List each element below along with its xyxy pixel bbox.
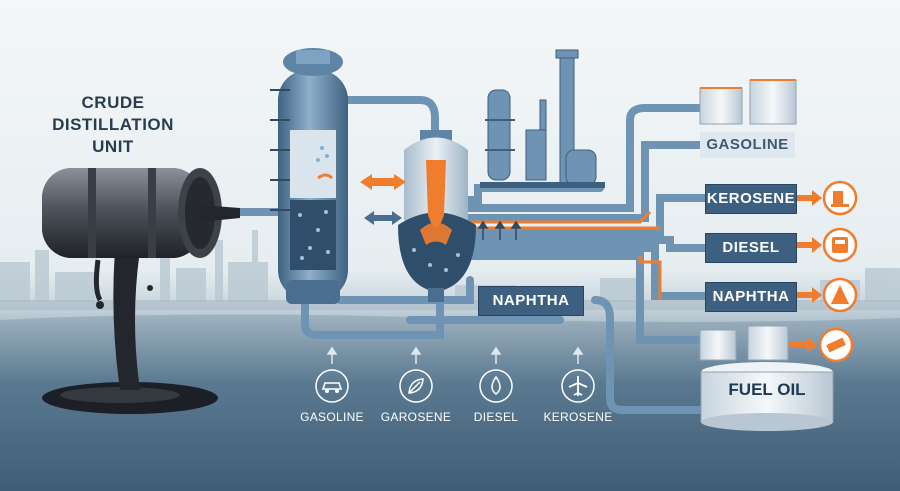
output-label-fuel-oil: FUEL OIL (728, 380, 806, 399)
title-line-3: UNIT (92, 137, 134, 156)
car-icon (314, 368, 350, 409)
output-label-kerosene: KEROSENE (705, 184, 797, 214)
output-label-diesel: DIESEL (705, 233, 797, 263)
gas-station-icon (822, 180, 858, 221)
output-label-gasoline: GASOLINE (700, 132, 795, 158)
fuel-can-icon (822, 227, 858, 268)
bottom-label-diesel: DIESEL (473, 410, 519, 424)
output-label-naphtha: NAPHTHA (705, 282, 797, 312)
bottom-label-garosene: GAROSENE (380, 410, 452, 424)
bottom-label-kerosene: KEROSENE (543, 410, 613, 424)
title-line-1: CRUDE (81, 93, 145, 112)
diagram-title: CRUDE DISTILLATION UNIT (48, 92, 178, 158)
center-label-naphtha: NAPHTHA (478, 286, 584, 316)
oil-flask-icon (822, 277, 858, 318)
oil-drop-icon (478, 368, 514, 409)
fuel-hose-icon (818, 327, 854, 368)
airplane-icon (560, 368, 596, 409)
leaf-icon (398, 368, 434, 409)
bottom-label-gasoline: GASOLINE (300, 410, 364, 424)
title-line-2: DISTILLATION (52, 115, 174, 134)
